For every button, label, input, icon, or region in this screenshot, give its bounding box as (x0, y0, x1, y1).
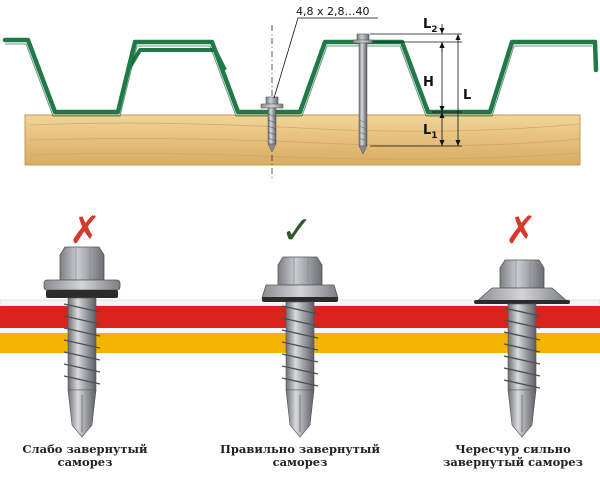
dim-label-L1: L1 (423, 123, 438, 141)
screw-correct (261, 256, 339, 438)
mark-correct: ✓ (281, 208, 313, 252)
top-profile-diagram: 4,8 x 2,8…40 (2, 5, 599, 180)
dim-label-L2: L2 (423, 17, 438, 35)
caption-loose: Слабо завернутый саморез (0, 443, 170, 469)
screw-overtightened (474, 259, 570, 438)
profiled-sheet-back (126, 48, 227, 72)
wood-grain (29, 122, 581, 160)
mark-overtight: ✗ (505, 208, 537, 252)
tightening-comparison: ✗ ✓ ✗ (0, 208, 600, 438)
caption-correct: Правильно завернутый саморез (215, 443, 385, 469)
mark-loose: ✗ (69, 208, 101, 252)
dim-label-H: H (423, 75, 434, 90)
dim-label-L: L (463, 88, 471, 103)
caption-loose-line2: саморез (57, 455, 113, 469)
screw-loose (43, 246, 121, 438)
screw-spec-label: 4,8 x 2,8…40 (296, 5, 370, 18)
caption-overtight-line1: Чересчур сильно (455, 442, 571, 456)
valley-screw (260, 96, 284, 153)
spec-leader-line (273, 17, 378, 99)
dimension-arrows (439, 28, 461, 146)
dimension-lines (370, 24, 462, 147)
caption-correct-line2: саморез (272, 455, 328, 469)
crest-screw (352, 33, 374, 155)
caption-overtight: Чересчур сильно завернутый саморез (428, 443, 598, 469)
caption-loose-line1: Слабо завернутый (22, 442, 148, 456)
caption-overtight-line2: завернутый саморез (443, 455, 583, 469)
profiled-sheet (2, 37, 599, 115)
caption-correct-line1: Правильно завернутый (220, 442, 380, 456)
